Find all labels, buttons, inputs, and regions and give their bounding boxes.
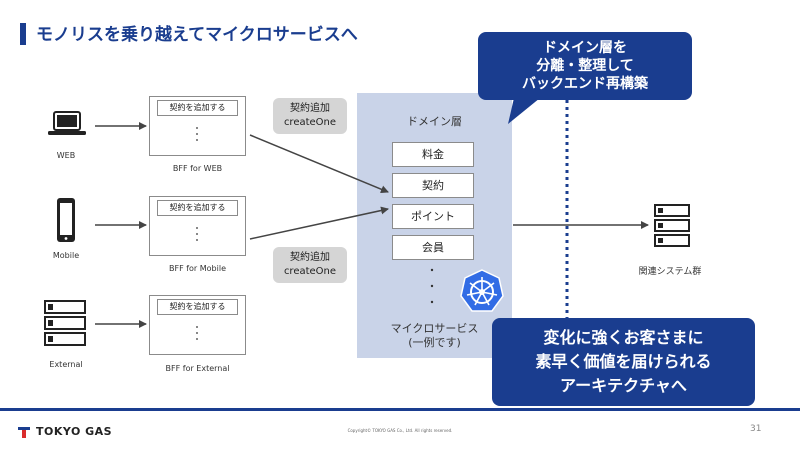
tokyo-gas-logo-mark — [18, 427, 30, 438]
smartphone-icon — [57, 198, 75, 242]
domain-item-contract: 契約 — [392, 173, 474, 198]
footer-divider — [0, 408, 800, 411]
client-web-label: WEB — [56, 151, 76, 160]
microservice-label: マイクロサービス (一例です) — [357, 322, 512, 350]
server-icon — [44, 300, 86, 346]
related-systems-label: 関連システム群 — [638, 267, 702, 277]
request-callout-line1: 契約追加 — [290, 103, 330, 114]
callout-top-line1: ドメイン層を — [543, 40, 627, 56]
domain-item-fee: 料金 — [392, 142, 474, 167]
callout-architecture-goal: 変化に強くお客さまに 素早く価値を届けられる アーキテクチャへ — [492, 318, 755, 406]
slide-title: モノリスを乗り越えてマイクロサービスへ — [36, 25, 358, 45]
related-server-icon — [654, 204, 690, 247]
request-callout-line2: createOne — [283, 117, 337, 128]
callout-bottom-line2: 素早く価値を届けられる — [535, 352, 712, 371]
bff-web-label: BFF for WEB — [172, 164, 223, 173]
domain-layer-title: ドメイン層 — [407, 115, 462, 128]
domain-item-point: ポイント — [392, 204, 474, 229]
bff-web-box: 契約を追加する — [149, 96, 246, 156]
callout-bottom-line3: アーキテクチャへ — [560, 376, 687, 395]
callout-bottom-line1: 変化に強くお客さまに — [543, 328, 704, 347]
footer-logo: TOKYO GAS — [18, 425, 112, 438]
microservice-label-line1: マイクロサービス — [390, 322, 479, 335]
add-contract-button[interactable]: 契約を追加する — [157, 200, 238, 216]
laptop-icon — [48, 111, 86, 135]
microservice-label-line2: (一例です) — [408, 336, 461, 349]
callout-tail — [508, 98, 540, 124]
client-external-label: External — [49, 360, 83, 369]
callout-top-line2: 分離・整理して — [536, 58, 634, 74]
bff-mobile-box: 契約を追加する — [149, 196, 246, 256]
request-callout-web: 契約追加 createOne — [273, 98, 347, 134]
bff-external-box: 契約を追加する — [149, 295, 246, 355]
bff-external-label: BFF for External — [165, 364, 230, 373]
page-number: 31 — [750, 424, 762, 434]
arrow-bff-mobile-to-contract — [249, 206, 389, 240]
callout-top-line3: バックエンド再構築 — [522, 76, 648, 92]
arrow-bff-web-to-contract — [249, 134, 389, 194]
add-contract-button[interactable]: 契約を追加する — [157, 100, 238, 116]
bff-mobile-label: BFF for Mobile — [168, 264, 227, 273]
client-mobile-label: Mobile — [52, 251, 80, 260]
domain-ellipsis-dots — [430, 268, 434, 304]
request-callout-mobile: 契約追加 createOne — [273, 247, 347, 283]
request-callout-line2: createOne — [283, 266, 337, 277]
logo-text: TOKYO GAS — [36, 425, 113, 438]
copyright-text: Copyright© TOKYO GAS Co., Ltd. All right… — [347, 428, 453, 433]
title-accent-bar — [20, 23, 26, 45]
bff-ellipsis-dots — [196, 127, 198, 340]
add-contract-button[interactable]: 契約を追加する — [157, 299, 238, 315]
callout-domain-separation: ドメイン層を 分離・整理して バックエンド再構築 — [478, 32, 692, 100]
domain-item-member: 会員 — [392, 235, 474, 260]
kubernetes-icon — [460, 269, 504, 312]
request-callout-line1: 契約追加 — [290, 252, 330, 263]
